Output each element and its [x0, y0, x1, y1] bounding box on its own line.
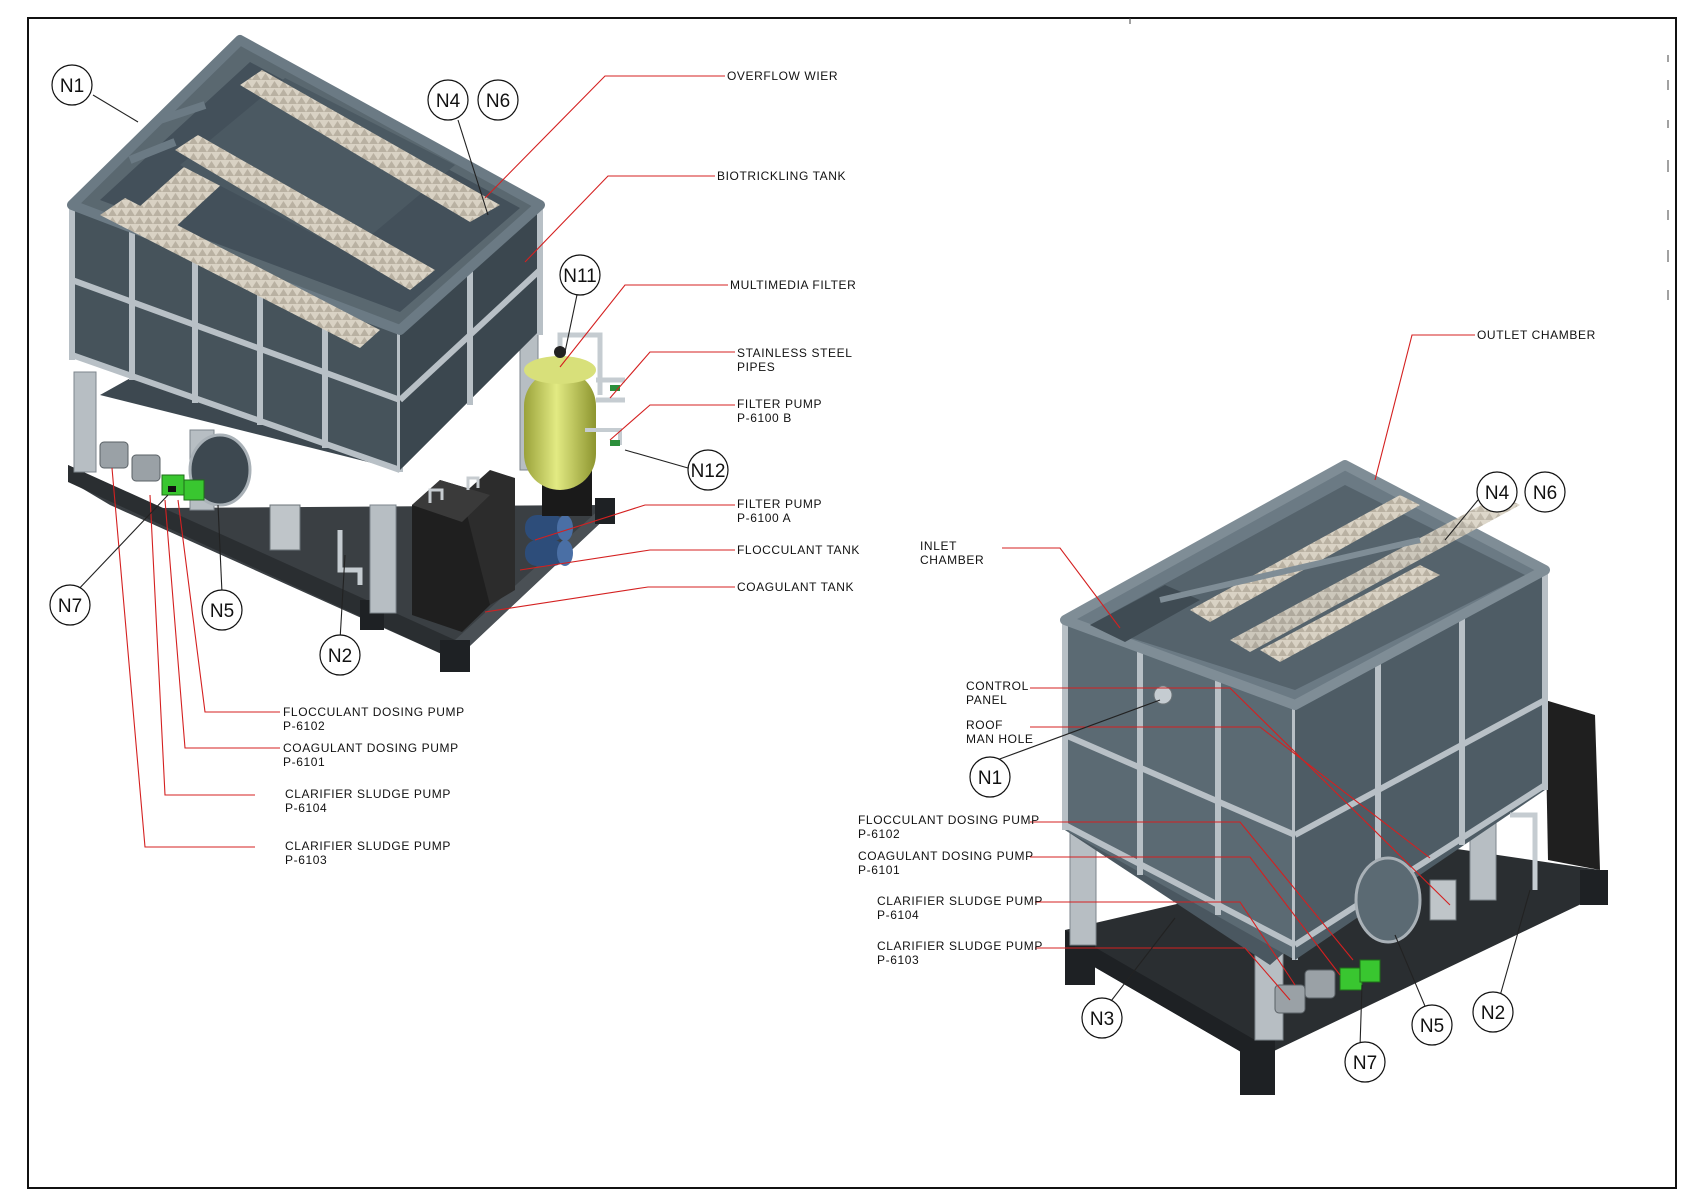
svg-text:N1: N1 [60, 76, 84, 97]
svg-text:N7: N7 [58, 596, 82, 617]
right-control-box [1429, 879, 1457, 921]
left-pipework [337, 530, 363, 585]
nozzle-bubble-r-n5: N5 [1411, 1004, 1453, 1046]
label-stainless-steel-pipes-line2: PIPES [737, 360, 775, 374]
label-r-clarifier-sludge-pump-6104: CLARIFIER SLUDGE PUMP [877, 894, 1043, 908]
nozzle-bubble-n4: N4 [427, 79, 469, 121]
label-filter-pump-a: FILTER PUMP [737, 497, 822, 511]
label-roof-man-hole: ROOF [966, 718, 1003, 732]
label-inlet-chamber: INLET [920, 539, 957, 553]
right-bubble-leaders [996, 499, 1531, 1048]
svg-text:N4: N4 [1485, 483, 1510, 504]
left-dosing-pumps [99, 441, 205, 501]
left-dosing-tanks [412, 470, 515, 632]
right-manhole-flange [1354, 856, 1422, 944]
right-pipework [1510, 812, 1538, 890]
right-dosing-pumps [1274, 959, 1381, 1014]
nozzle-bubble-r-n4: N4 [1476, 471, 1518, 513]
left-manhole-flange [188, 433, 252, 507]
right-labels: OUTLET CHAMBER INLET CHAMBER CONTROL PAN… [858, 328, 1596, 967]
left-bubble-leaders [74, 94, 689, 641]
label-clarifier-sludge-pump-6104-tag: P-6104 [285, 801, 327, 815]
nozzle-bubble-n12: N12 [687, 449, 729, 491]
svg-text:N12: N12 [691, 461, 726, 482]
nozzle-bubble-r-n7: N7 [1344, 1041, 1386, 1083]
left-control-box [269, 504, 301, 551]
label-r-clarifier-sludge-pump-6103: CLARIFIER SLUDGE PUMP [877, 939, 1043, 953]
label-coagulant-tank: COAGULANT TANK [737, 580, 854, 594]
nozzle-bubble-n2: N2 [319, 634, 361, 676]
label-r-flocculant-dosing-pump-tag: P-6102 [858, 827, 900, 841]
right-isometric-view [1060, 460, 1608, 1095]
label-flocculant-tank: FLOCCULANT TANK [737, 543, 860, 557]
right-nozzle-bubbles: N4 N6 N1 N3 N7 N5 N2 [969, 471, 1566, 1083]
left-isometric-view [67, 35, 625, 672]
svg-text:N3: N3 [1090, 1009, 1114, 1030]
left-filter-pumps [525, 515, 573, 566]
label-filter-pump-b-tag: P-6100 B [737, 411, 792, 425]
svg-text:N5: N5 [210, 601, 234, 622]
label-control-panel-line2: PANEL [966, 693, 1007, 707]
label-flocculant-dosing-pump: FLOCCULANT DOSING PUMP [283, 705, 465, 719]
nozzle-bubble-n5: N5 [201, 589, 243, 631]
right-leader-lines [1002, 334, 1475, 1001]
label-inlet-chamber-line2: CHAMBER [920, 553, 984, 567]
label-filter-pump-b: FILTER PUMP [737, 397, 822, 411]
label-multimedia-filter: MULTIMEDIA FILTER [730, 278, 856, 292]
nozzle-bubble-n11: N11 [559, 254, 601, 296]
left-leader-lines [111, 75, 735, 848]
right-roof-nozzle [1153, 685, 1173, 705]
sheet-edge-ticks [1129, 18, 1669, 300]
sheet-border [27, 17, 1677, 1189]
label-clarifier-sludge-pump-6104: CLARIFIER SLUDGE PUMP [285, 787, 451, 801]
label-roof-man-hole-line2: MAN HOLE [966, 732, 1033, 746]
nozzle-bubble-n7: N7 [49, 584, 91, 626]
label-flocculant-dosing-pump-tag: P-6102 [283, 719, 325, 733]
left-multimedia-filter [524, 332, 625, 516]
svg-text:N11: N11 [563, 266, 596, 287]
nozzle-bubble-r-n6: N6 [1524, 471, 1566, 513]
nozzle-bubble-n6: N6 [477, 79, 519, 121]
label-r-clarifier-sludge-pump-6103-tag: P-6103 [877, 953, 919, 967]
label-r-clarifier-sludge-pump-6104-tag: P-6104 [877, 908, 919, 922]
label-outlet-chamber: OUTLET CHAMBER [1477, 328, 1596, 342]
label-clarifier-sludge-pump-6103-tag: P-6103 [285, 853, 327, 867]
label-filter-pump-a-tag: P-6100 A [737, 511, 791, 525]
label-r-coagulant-dosing-pump-tag: P-6101 [858, 863, 900, 877]
label-stainless-steel-pipes: STAINLESS STEEL [737, 346, 852, 360]
svg-text:N6: N6 [1533, 483, 1557, 504]
label-control-panel: CONTROL [966, 679, 1029, 693]
nozzle-bubble-r-n1: N1 [969, 756, 1011, 798]
label-coagulant-dosing-pump: COAGULANT DOSING PUMP [283, 741, 459, 755]
right-tank-top [1060, 460, 1550, 710]
label-r-coagulant-dosing-pump: COAGULANT DOSING PUMP [858, 849, 1034, 863]
label-r-flocculant-dosing-pump: FLOCCULANT DOSING PUMP [858, 813, 1040, 827]
svg-text:N1: N1 [978, 768, 1002, 789]
svg-text:N2: N2 [328, 646, 352, 667]
svg-text:N4: N4 [436, 91, 461, 112]
nozzle-bubble-n1: N1 [51, 64, 93, 106]
nozzle-bubble-r-n2: N2 [1472, 991, 1514, 1033]
label-biotrickling-tank: BIOTRICKLING TANK [717, 169, 846, 183]
label-coagulant-dosing-pump-tag: P-6101 [283, 755, 325, 769]
left-nozzle-bubbles: N1 N4 N6 N11 N12 N2 N5 N7 [49, 64, 729, 676]
svg-text:N7: N7 [1353, 1053, 1377, 1074]
svg-text:N2: N2 [1481, 1003, 1505, 1024]
right-control-panel-box [1545, 700, 1600, 870]
svg-text:N6: N6 [486, 91, 510, 112]
label-clarifier-sludge-pump-6103: CLARIFIER SLUDGE PUMP [285, 839, 451, 853]
label-overflow-weir: OVERFLOW WIER [727, 69, 838, 83]
left-tank-top [67, 35, 545, 348]
left-labels: OVERFLOW WIER BIOTRICKLING TANK MULTIMED… [283, 69, 860, 867]
nozzle-bubble-r-n3: N3 [1081, 997, 1123, 1039]
svg-text:N5: N5 [1420, 1016, 1444, 1037]
